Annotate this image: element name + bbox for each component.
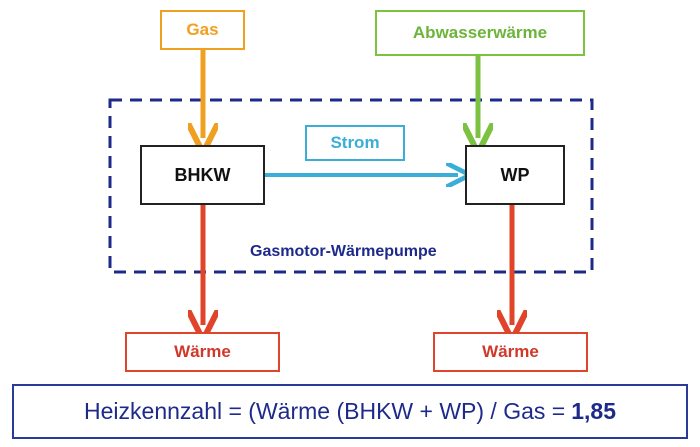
bhkw-label: BHKW [174, 164, 231, 185]
abwasser-label: Abwasserwärme [412, 23, 548, 42]
formula-text: Heizkennzahl = (Wärme (BHKW + WP) / Gas … [84, 398, 566, 424]
abwasser-box: Abwasserwärme [375, 10, 585, 56]
strom-label: Strom [330, 133, 380, 152]
formula-box: Heizkennzahl = (Wärme (BHKW + WP) / Gas … [12, 384, 688, 439]
system-label: Gasmotor-Wärmepumpe [250, 243, 437, 260]
waerme-left-box: Wärme [125, 332, 280, 372]
gas-box: Gas [160, 10, 245, 50]
waerme-left-label: Wärme [174, 342, 231, 361]
strom-box: Strom [305, 125, 405, 161]
system-boundary [108, 98, 594, 274]
bhkw-box: BHKW [140, 145, 265, 205]
wp-label: WP [500, 164, 530, 185]
gas-label: Gas [186, 20, 219, 39]
wp-box: WP [465, 145, 565, 205]
formula-result: 1,85 [571, 398, 616, 424]
waerme-right-box: Wärme [433, 332, 588, 372]
waerme-right-label: Wärme [482, 342, 539, 361]
